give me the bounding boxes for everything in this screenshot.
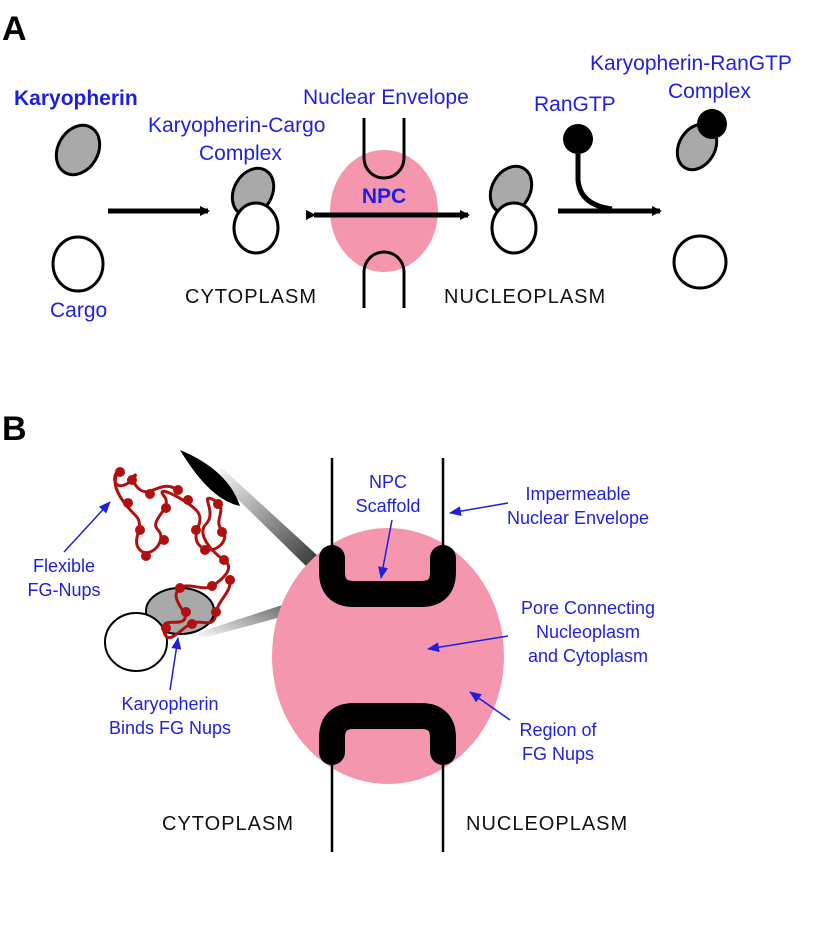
fg-repeat [127,475,137,485]
pore-label-line3: and Cytoplasm [528,646,648,666]
fg-repeat [183,495,193,505]
nuclear-complex-cargo-shape [490,201,538,255]
cytoplasm-label-b: CYTOPLASM [162,813,294,835]
binds-label-line1: Karyopherin [121,694,218,714]
region-label-line2: FG Nups [522,744,594,764]
fg-repeat [217,527,227,537]
fg-repeat [213,499,223,509]
pore-label-line1: Pore Connecting [521,598,655,618]
karyopherin-label: Karyopherin [14,87,138,110]
rangtp-label: RanGTP [534,93,616,116]
region-arrow [469,691,511,721]
fg-repeat [225,575,235,585]
fg-region-shape [272,528,504,784]
zoomed-scaffold-shape [180,450,240,506]
ran-complex-rangtp-shape [697,109,727,139]
complex-label-line1: Karyopherin-Cargo [148,114,325,137]
npc-pore-shape [330,150,438,272]
flexible-arrow [63,501,111,553]
cargo-shape [51,235,105,293]
fg-repeat [191,525,201,535]
ran-complex-label-line2: Complex [668,80,751,103]
envelope-bottom-shape [362,250,406,308]
panel-b: B [2,410,655,852]
bound-cargo-shape [104,612,168,672]
rangtp-path [575,154,613,212]
fg-repeat [219,555,229,565]
panel-a: A Karyopherin Cargo Karyopherin-Cargo Co… [2,10,792,322]
released-cargo-shape [672,234,728,290]
binds-label-line2: Binds FG Nups [109,718,231,738]
ran-complex-label-line1: Karyopherin-RanGTP [590,52,792,75]
cytoplasm-label-a: CYTOPLASM [185,286,317,308]
nucleoplasm-label-b: NUCLEOPLASM [466,813,628,835]
npc-label: NPC [362,185,406,208]
fg-repeat [161,503,171,513]
npc-scaffold-label-line1: NPC [369,472,407,492]
flexible-label-line1: Flexible [33,556,95,576]
fg-repeat [173,485,183,495]
envelope-arrow [449,502,509,517]
complex-label-line2: Complex [199,142,282,165]
complex-cargo-shape [232,201,280,255]
npc-scaffold-label-line2: Scaffold [356,496,421,516]
nuclear-envelope-label: Nuclear Envelope [303,86,469,109]
fg-repeat [141,551,151,561]
fg-repeat [200,545,210,555]
fg-repeat [161,623,171,633]
cargo-label: Cargo [50,299,107,322]
npc-scaffold-arrow [378,519,393,579]
fg-repeat [145,489,155,499]
fg-repeat [159,535,169,545]
binds-arrow [169,637,182,691]
flexible-label-line2: FG-Nups [27,580,100,600]
fg-repeat [115,467,125,477]
envelope-label-line1: Impermeable [525,484,630,504]
fg-repeat [211,607,221,617]
fg-repeat [187,619,197,629]
npc-scaffold-bottom [319,703,456,765]
zoom-cone-top [212,468,318,566]
pore-arrow [427,635,509,653]
fg-repeat [123,498,133,508]
fg-repeat [135,525,145,535]
region-label-line1: Region of [519,720,597,740]
fg-repeat [175,583,185,593]
pore-label-line2: Nucleoplasm [536,622,640,642]
panel-b-letter: B [2,410,27,448]
fg-repeat [207,581,217,591]
fg-nups-chain [113,467,235,639]
npc-scaffold-top [319,545,456,607]
envelope-label-line2: Nuclear Envelope [507,508,649,528]
envelope-top-shape [362,118,406,180]
fg-repeat [181,607,191,617]
karyopherin-shape [54,123,102,177]
panel-a-letter: A [2,10,27,48]
rangtp-shape [563,124,593,154]
nucleoplasm-label-a: NUCLEOPLASM [444,286,606,308]
